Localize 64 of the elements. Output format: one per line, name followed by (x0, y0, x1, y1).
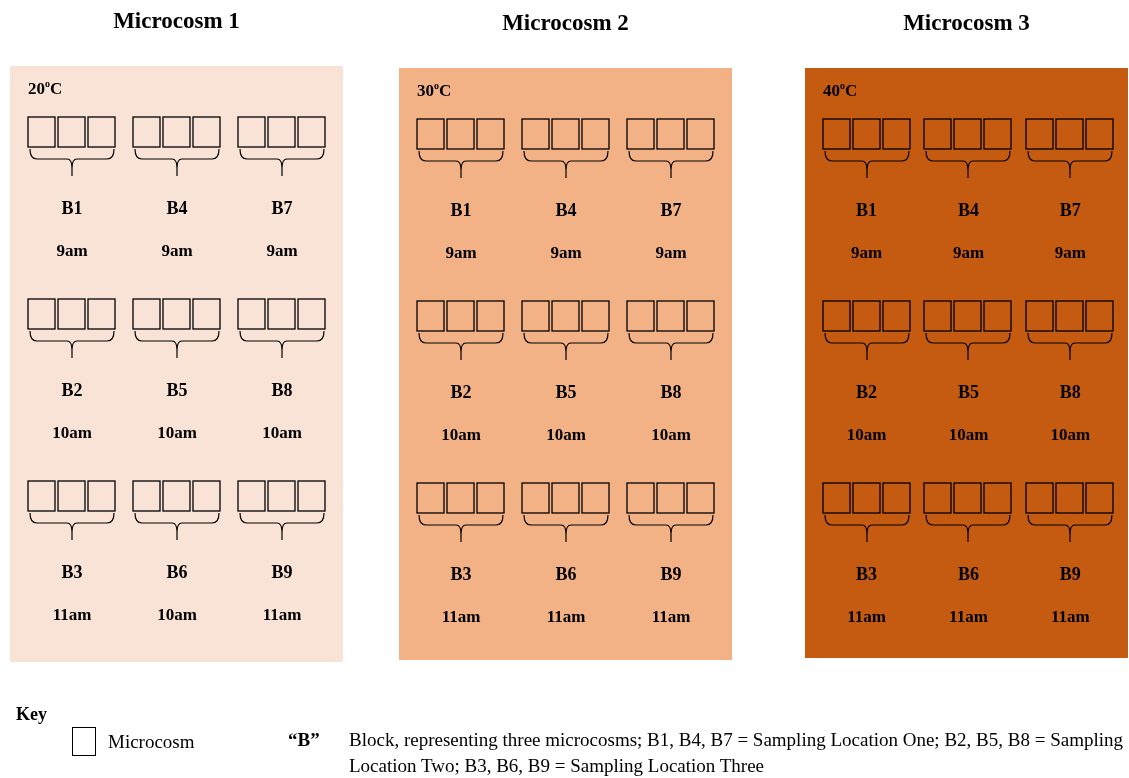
block-label: B7 (660, 200, 682, 221)
time-label: 9am (655, 243, 687, 263)
block-label: B5 (957, 382, 979, 403)
key-title: Key (16, 704, 47, 725)
block-label: B3 (856, 564, 878, 585)
time-label: 11am (262, 605, 302, 625)
time-label: 10am (651, 425, 691, 445)
time-label: 11am (441, 607, 481, 627)
block-label: B7 (1059, 200, 1081, 221)
panel-heading: Microcosm 1 (112, 8, 241, 34)
time-label: 10am (157, 605, 197, 625)
key-symbol: “B” (288, 729, 320, 751)
time-label: 10am (948, 425, 989, 445)
block-label: B1 (856, 200, 878, 221)
block-label: B9 (1059, 564, 1081, 585)
temperature-label: 30$^{o}$C (417, 80, 452, 101)
time-label: 10am (546, 425, 586, 445)
block-label: B8 (271, 380, 293, 401)
time-label: 10am (846, 425, 887, 445)
legend-text: Microcosm (108, 731, 195, 753)
time-label: 11am (847, 607, 886, 627)
block-label: B6 (957, 564, 979, 585)
time-label: 10am (441, 425, 481, 445)
time-label: 9am (851, 243, 883, 263)
block-label: B2 (450, 382, 472, 403)
time-label: 11am (949, 607, 988, 627)
block-label: B5 (555, 382, 577, 403)
temperature-label: 40$^{o}$C (823, 80, 858, 101)
time-label: 9am (550, 243, 582, 263)
time-label: 9am (161, 241, 193, 261)
time-label: 9am (266, 241, 298, 261)
block-label: B1 (450, 200, 472, 221)
block-label: B1 (61, 198, 83, 219)
block-label: B3 (450, 564, 472, 585)
time-label: 11am (52, 605, 92, 625)
block-label: B9 (660, 564, 682, 585)
block-label: B6 (166, 562, 188, 583)
block-label: B8 (1059, 382, 1081, 403)
block-label: B2 (856, 382, 878, 403)
time-label: 10am (52, 423, 92, 443)
block-label: B5 (166, 380, 188, 401)
time-label: 11am (546, 607, 586, 627)
block-label: B6 (555, 564, 577, 585)
key-description: Block, representing three microcosms; B1, B4, B7 = Sampling Location One; B2, B5, B8 = Sampling Location Two; B3, B6, B9 = Sampling Location Three (349, 728, 1124, 778)
time-label: 10am (1050, 425, 1091, 445)
block-label: B9 (271, 562, 293, 583)
panel-heading: Microcosm 2 (501, 10, 630, 36)
block-label: B2 (61, 380, 83, 401)
block-label: B7 (271, 198, 293, 219)
block-label: B3 (61, 562, 83, 583)
block-label: B4 (957, 200, 979, 221)
time-label: 9am (952, 243, 985, 263)
time-label: 10am (157, 423, 197, 443)
time-label: 9am (56, 241, 88, 261)
panel-heading: Microcosm 3 (902, 10, 1031, 36)
block-label: B4 (166, 198, 188, 219)
time-label: 9am (445, 243, 477, 263)
block-label: B8 (660, 382, 682, 403)
time-label: 11am (1050, 607, 1090, 627)
temperature-label: 20$^{o}$C (28, 78, 63, 99)
time-label: 9am (1054, 243, 1086, 263)
time-label: 11am (651, 607, 691, 627)
block-label: B4 (555, 200, 577, 221)
time-label: 10am (262, 423, 302, 443)
